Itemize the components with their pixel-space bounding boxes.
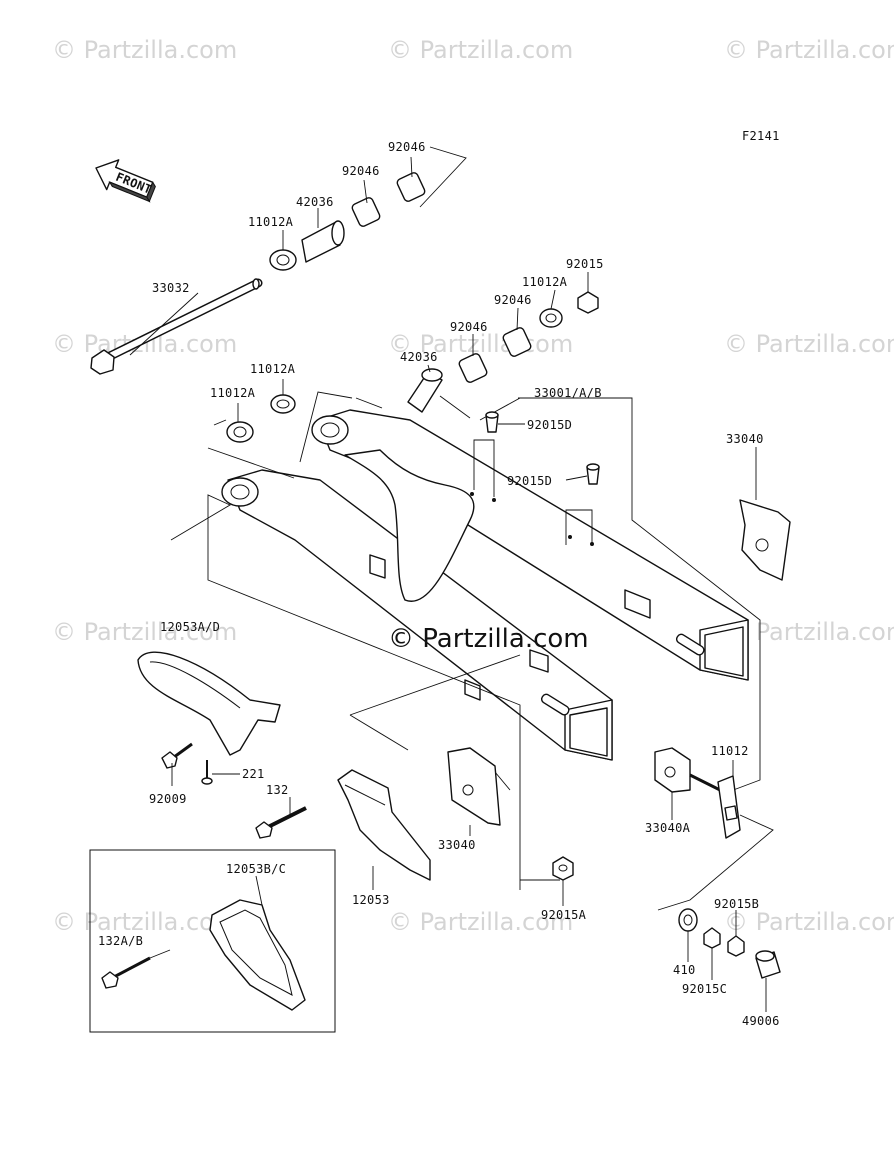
part-label: 12053B/C [226,862,286,876]
watermark: © Partzilla.com [52,908,237,936]
part-label: 92015A [541,908,587,922]
chain-guide-12053 [337,769,431,881]
part-label: 42036 [296,195,334,209]
chain-adjuster-plate-33040 [739,499,791,581]
watermark: © Partzilla.com [52,36,237,64]
front-arrow-icon: FRONT [95,159,156,203]
watermark: © Partzilla.com [388,908,573,936]
part-label: 12053 [352,893,390,907]
part-label: 92015 [566,257,604,271]
part-label: 33040 [438,838,476,852]
screw-221 [201,760,213,785]
part-label: 33040 [726,432,764,446]
part-label: 11012 [711,744,749,758]
part-label: 33032 [152,281,190,295]
bearing-set-upper [269,172,426,271]
part-label: 132 [266,783,289,797]
part-label: 92015D [507,474,552,488]
bolt-132 [255,806,307,839]
cap-49006 [755,950,781,979]
watermark: © Partzilla.com [724,908,894,936]
swingarm [221,409,749,761]
watermark: © Partzilla.com [52,618,237,646]
part-label: 410 [673,963,696,977]
grease-fittings [485,411,600,485]
part-label: 92015C [682,982,727,996]
part-label: 49006 [742,1014,780,1028]
watermark: © Partzilla.com [724,36,894,64]
nut-92015C [703,927,721,949]
part-label: 11012A [210,386,256,400]
part-label: 132A/B [98,934,143,948]
bolt-92009 [161,742,193,769]
nut-92015A [552,856,574,881]
chain-adjuster-plate-33040-lower [447,747,501,826]
chain-adjuster-33040A [654,747,721,793]
part-label: 92046 [450,320,488,334]
part-label: 11012A [250,362,296,376]
part-label: 11012A [248,215,294,229]
chain-guide-12053AD [137,651,281,756]
watermark: © Partzilla.com [724,618,894,646]
watermark: © Partzilla.com [388,330,573,358]
part-label: 92015D [527,418,572,432]
part-label: 92046 [494,293,532,307]
part-label: 92009 [149,792,187,806]
watermark-center: © Partzilla.com [388,624,589,654]
part-label: 12053A/D [160,620,220,634]
part-label: 11012A [522,275,568,289]
part-label: 221 [242,767,265,781]
watermarks: © Partzilla.com © Partzilla.com © Partzi… [52,36,894,936]
label-leaders [129,156,767,1012]
washer-410 [678,908,698,932]
nut-92015B [727,935,745,957]
pivot-shaft-33032 [90,278,263,375]
part-label: 92046 [342,164,380,178]
watermark: © Partzilla.com [388,36,573,64]
watermark: © Partzilla.com [724,330,894,358]
part-label: 33040A [645,821,691,835]
part-label: 92046 [388,140,426,154]
part-label: 33001/A/B [534,386,602,400]
part-labels: 92046 92046 42036 11012A 33032 92015 110… [98,140,780,1028]
figure-code: F2141 [742,129,780,143]
part-label: 92015B [714,897,759,911]
adjuster-block-11012 [717,775,741,839]
part-label: 42036 [400,350,438,364]
inset-box-12053BC [89,849,336,1033]
